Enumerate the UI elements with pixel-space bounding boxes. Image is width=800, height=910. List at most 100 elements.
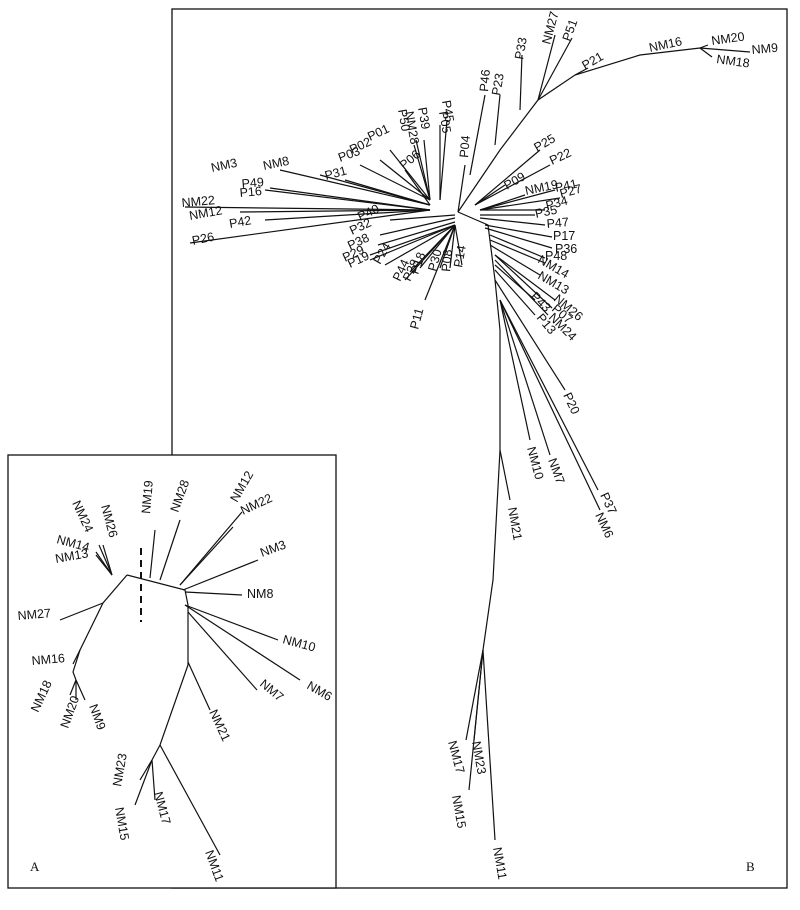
panel_b-leaf-label-p47: P47 [546, 215, 569, 231]
branch-to-p37 [499, 299, 599, 491]
panel_b-leaf-label-p17: P17 [553, 229, 575, 243]
panel_b-leaf-label-p49: P49 [241, 175, 264, 191]
branch-to-p18 [419, 224, 456, 269]
panel_b-leaf-label-p33: P33 [512, 36, 530, 60]
branch-to-p17 [484, 224, 553, 238]
panel_b-leaf-label-nm23: NM23 [469, 740, 489, 775]
branch-to-p25 [474, 149, 541, 206]
branch-to-nm28 [159, 519, 181, 581]
branch-to-p11 [424, 224, 456, 301]
panel_b-leaf-label-nm22: NM22 [181, 193, 215, 210]
panel_b-leaf-label-p34: P34 [544, 194, 569, 213]
branch-to-nm3 [182, 559, 259, 591]
panel_b-leaf-label-nm15: NM15 [449, 794, 469, 829]
panel_a-leaf-label-nm13: NM13 [54, 546, 89, 566]
backbone-branch [457, 47, 701, 213]
panel_b-leaf-label-nm20: NM20 [710, 29, 745, 48]
panel-b-label: B [746, 859, 755, 874]
panel_b-leaf-label-p23: P23 [489, 72, 507, 96]
branch-to-nm26 [102, 544, 113, 576]
branch-to-p01 [389, 149, 431, 201]
branch-to-nm12 [239, 209, 431, 213]
panel_b-leaf-label-p46: P46 [477, 69, 493, 92]
branch-to-nm17 [151, 759, 156, 801]
backbone-branch [457, 211, 501, 651]
branch-to-nm21 [187, 661, 211, 711]
panel_b-leaf-label-nm11: NM11 [490, 846, 509, 880]
branch-to-p03 [359, 164, 431, 201]
panel_b-leaf-label-p16: P16 [239, 184, 262, 200]
branch-to-p46 [469, 94, 486, 176]
panel_b-leaf-label-nm28: NM28 [402, 110, 422, 145]
branch-to-nm6 [184, 604, 301, 681]
branch-to-nm15 [468, 649, 484, 791]
branch-to-nm19 [149, 529, 156, 579]
panel_b-leaf-label-nm19: NM19 [524, 177, 560, 198]
panel_b-leaf-label-p48: P48 [545, 249, 567, 263]
panel_b-leaf-label-p04: P04 [457, 135, 473, 158]
branch-to-p32 [379, 217, 456, 236]
panel_a-leaf-label-nm27: NM27 [17, 606, 51, 623]
panel_b-leaf-label-p42: P42 [228, 213, 252, 231]
panel-b-frame [171, 8, 788, 889]
branch-to-nm26 [494, 254, 556, 301]
branch-to-p24 [384, 224, 456, 266]
branch-to-p06 [404, 169, 431, 206]
panel_a-leaf-label-nm19: NM19 [139, 480, 156, 514]
branch-to-p31 [344, 179, 431, 206]
branch-to-p20 [494, 279, 566, 391]
branch-to-p22 [474, 164, 551, 206]
branch-to-nm21 [499, 449, 511, 501]
panel_b-leaf-label-p45: P45 [439, 99, 457, 123]
branch-to-nm24 [98, 544, 113, 576]
panel_b-leaf-label-nm10: NM10 [524, 445, 546, 481]
branch-to-p21 [574, 67, 589, 76]
branch-to-nm28 [413, 144, 431, 201]
branch-to-nm10 [184, 604, 279, 641]
branch-to-p16 [264, 189, 431, 211]
panel_b-leaf-label-p39: P39 [415, 106, 433, 130]
branch-to-nm9 [699, 47, 751, 53]
branch-to-p08 [449, 224, 456, 269]
panel_b-leaf-label-nm3: NM3 [210, 156, 239, 175]
panel_b-leaf-label-p20: P20 [560, 390, 582, 416]
panel_b-leaf-label-p11: P11 [407, 307, 426, 331]
panel_b-leaf-label-p36: P36 [555, 242, 577, 256]
panel_b-leaf-label-p51: P51 [560, 17, 581, 43]
branch-to-nm13 [489, 244, 541, 276]
panel_b-leaf-label-nm16: NM16 [648, 34, 684, 55]
panel_b-leaf-label-p35: P35 [534, 203, 559, 221]
panel_b-leaf-label-p50: P50 [395, 108, 413, 132]
branch-to-p07 [494, 254, 553, 309]
panel_b-leaf-label-nm17: NM17 [445, 739, 467, 775]
panel_b-leaf-label-nm8: NM8 [262, 154, 291, 173]
branch-to-nm8 [184, 591, 243, 596]
branch-to-nm22 [184, 206, 431, 211]
branch-to-p14 [454, 224, 463, 266]
branch-to-nm23 [139, 759, 153, 781]
branch-to-nm17 [465, 649, 484, 741]
branch-to-nm27 [59, 602, 104, 621]
branch-to-p26 [189, 209, 431, 244]
branch-to-p43 [494, 264, 536, 301]
branch-to-nm11 [159, 744, 221, 856]
panel_b-leaf-label-p31: P31 [323, 164, 348, 183]
branch-to-p28 [409, 224, 456, 273]
panel_a-leaf-label-nm8: NM8 [247, 587, 273, 601]
branch-to-p48 [489, 234, 546, 259]
branch-to-p38 [377, 221, 456, 246]
branch-to-p27 [479, 197, 561, 211]
branch-to-nm11 [482, 649, 496, 841]
branch-to-nm13 [95, 554, 113, 576]
panel_b-leaf-label-nm9: NM9 [751, 41, 779, 57]
branch-to-p40 [389, 214, 456, 221]
branch-to-p45 [439, 119, 448, 201]
panel_b-leaf-label-nm6: NM6 [592, 510, 616, 540]
branch-to-p19 [369, 224, 456, 261]
branch-to-nm7 [187, 611, 258, 691]
branch-to-p29 [369, 224, 456, 256]
panel_b-leaf-label-p30: P30 [425, 248, 444, 273]
branch-to-nm18 [69, 679, 77, 696]
